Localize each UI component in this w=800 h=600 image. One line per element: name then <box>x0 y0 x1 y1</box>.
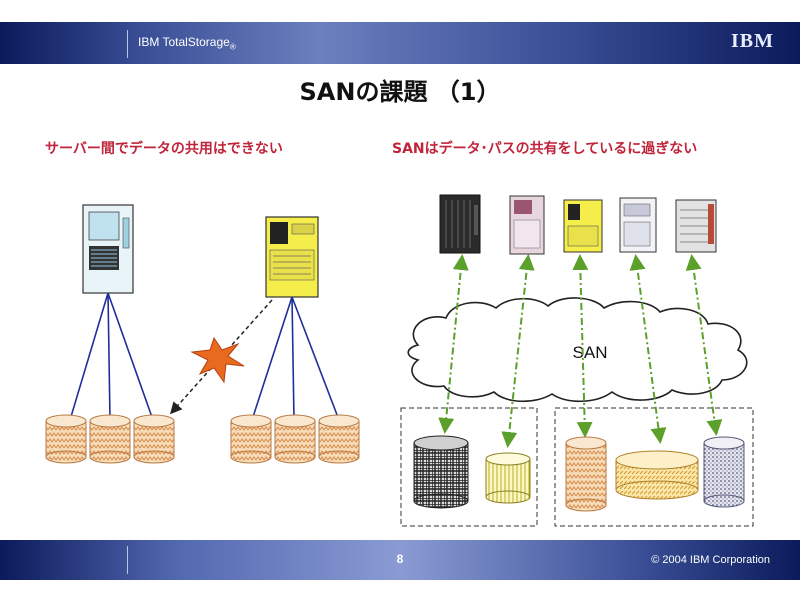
storage-disk-icon <box>45 414 87 464</box>
san-server-black <box>439 194 481 254</box>
storage-disk-wide <box>615 450 699 500</box>
footer-bar: 8 © 2004 IBM Corporation <box>0 540 800 580</box>
footer-divider <box>127 546 128 574</box>
san-server-pink <box>509 195 545 255</box>
storage-disk-icon <box>318 414 360 464</box>
header-divider <box>127 30 128 58</box>
san-server-white <box>619 197 657 253</box>
page-number: 8 <box>396 552 404 566</box>
storage-disk-icon <box>274 414 316 464</box>
san-server-yellow <box>563 199 603 253</box>
slide-title: SANの課題 （1） <box>299 78 501 106</box>
ibm-logo: IBM <box>731 30 774 52</box>
storage-disk-yellow <box>485 452 531 504</box>
registered-mark: ® <box>229 42 236 52</box>
storage-disk-black <box>413 435 469 509</box>
left-server-blue <box>82 204 134 294</box>
san-data-paths <box>438 254 723 448</box>
left-disk-group-b <box>230 414 360 464</box>
storage-disk-gray <box>703 436 745 508</box>
conflict-burst-icon <box>190 336 245 384</box>
storage-disk-icon <box>230 414 272 464</box>
storage-disk-icon <box>133 414 175 464</box>
left-subtitle: サーバー間でデータの共用はできない <box>45 141 283 157</box>
storage-disk-orange <box>565 436 607 512</box>
left-server-yellow <box>265 216 319 298</box>
copyright: © 2004 IBM Corporation <box>651 554 770 566</box>
storage-disk-icon <box>89 414 131 464</box>
header-bar: IBM TotalStorage® IBM <box>0 22 800 64</box>
left-server-lines <box>69 292 154 421</box>
right-subtitle: SANはデータ･パスの共有をしているに過ぎない <box>392 141 698 157</box>
left-disk-group-a <box>45 414 175 464</box>
storage-box-left <box>400 407 538 527</box>
product-brand: IBM TotalStorage® <box>138 35 236 51</box>
san-label: SAN <box>573 343 608 362</box>
brand-name: IBM TotalStorage <box>138 35 230 49</box>
right-group-server-lines <box>251 296 340 421</box>
san-server-gray <box>675 199 717 253</box>
